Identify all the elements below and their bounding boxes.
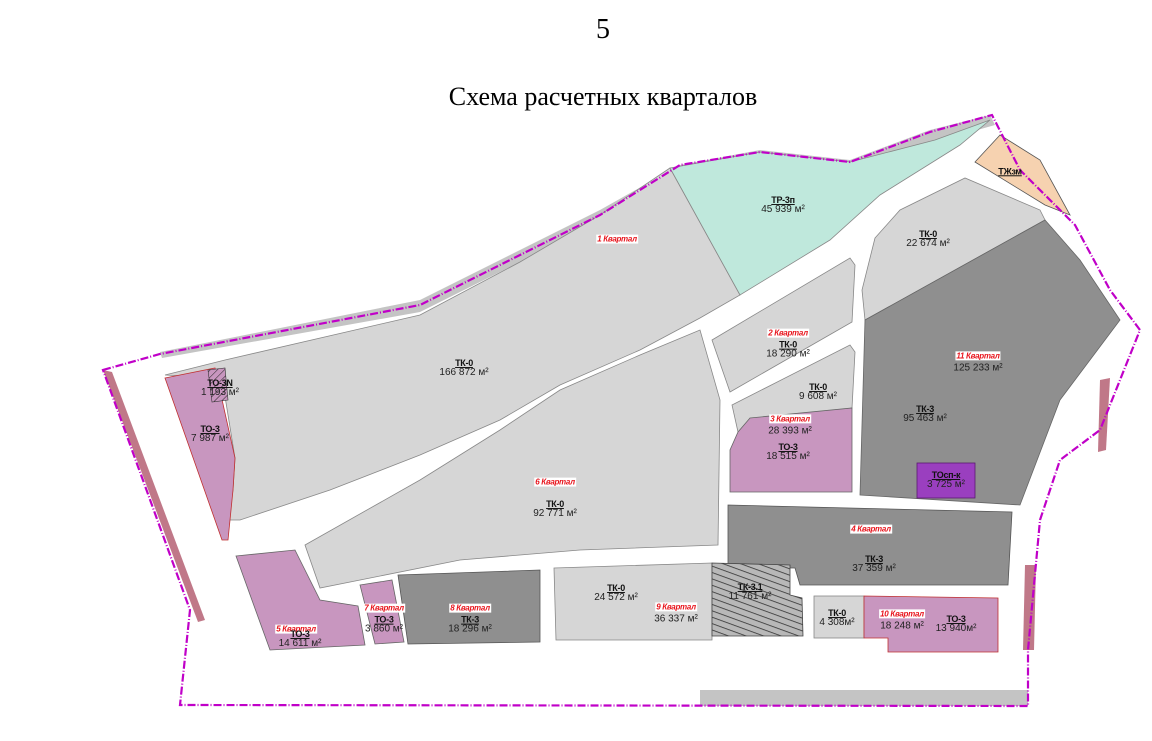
zone-tk0-22674[interactable] xyxy=(861,177,1046,321)
block-label-4: 4 Квартал xyxy=(850,524,892,534)
strip-east-2 xyxy=(1098,378,1110,452)
map-title: Схема расчетных кварталов xyxy=(448,82,758,111)
zone-label-tzhzm: ТЖзм xyxy=(998,166,1022,177)
page-number: 5 xyxy=(596,14,610,45)
zone-tk0-24572[interactable] xyxy=(553,562,713,641)
strip-north xyxy=(160,115,995,358)
block-label-5: 5 Квартал xyxy=(275,624,317,634)
zone-tk0-18290[interactable] xyxy=(711,257,856,393)
zone-tk0-4308[interactable] xyxy=(813,595,865,639)
zone-tk0-9608[interactable] xyxy=(731,344,856,433)
zone-to3-7987[interactable] xyxy=(164,367,236,541)
zone-tk3-95463[interactable] xyxy=(859,219,1121,506)
zone-to3-14611[interactable] xyxy=(235,549,366,651)
block-label-1: 1 Квартал xyxy=(596,234,638,244)
strip-south xyxy=(700,690,1028,706)
zone-tosp-k[interactable] xyxy=(916,462,976,499)
zone-tzhzm[interactable] xyxy=(974,134,1071,216)
zone-to3n[interactable] xyxy=(207,367,229,403)
zone-tk0-92771[interactable] xyxy=(304,329,721,589)
strip-east xyxy=(1023,565,1036,650)
zone-to3-18515[interactable] xyxy=(729,407,853,493)
strip-west xyxy=(103,370,205,622)
boundary-line xyxy=(101,113,1142,708)
block-label-6: 6 Квартал xyxy=(534,477,576,487)
zone-tk31[interactable] xyxy=(711,562,804,637)
